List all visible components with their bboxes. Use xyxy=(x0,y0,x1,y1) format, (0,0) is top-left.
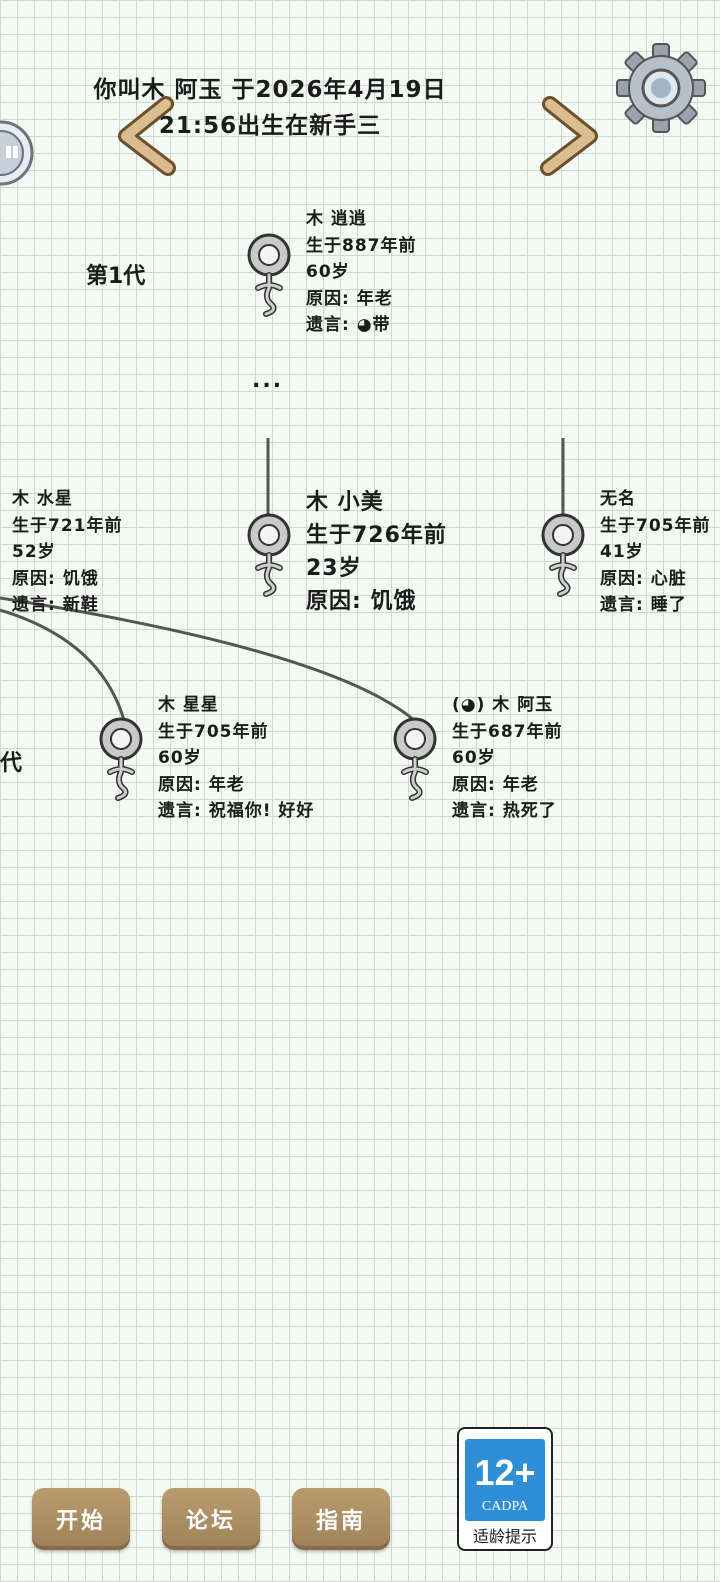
birth-info-line2: 21:56出生在新手三 xyxy=(158,113,382,139)
age-rating-badge: 12+ CADPA 适龄提示 xyxy=(457,1427,553,1551)
person-cause: 原因: 饥饿 xyxy=(12,568,99,589)
female-icon[interactable] xyxy=(390,712,440,802)
person-age: 60岁 xyxy=(158,748,202,768)
forum-button[interactable]: 论坛 xyxy=(162,1488,260,1550)
person-info-right[interactable]: 无名 生于705年前 41岁 原因: 心脏 遗言: 睡了 xyxy=(600,486,720,619)
person-name: 无名 xyxy=(600,489,636,509)
person-lastwords: 遗言: 祝福你! 好好 xyxy=(158,801,315,821)
person-info-ancestor[interactable]: 木 逍逍 生于887年前 60岁 原因: 年老 遗言: ◕带 xyxy=(306,206,417,339)
person-lastwords: 遗言: 新鞋 xyxy=(12,595,99,615)
person-cause: 原因: 年老 xyxy=(452,774,539,795)
person-born: 生于721年前 xyxy=(12,515,123,536)
person-born: 生于726年前 xyxy=(306,523,447,548)
female-icon[interactable] xyxy=(244,228,294,318)
person-name: 木 水星 xyxy=(12,489,73,509)
person-name: 木 小美 xyxy=(306,490,384,515)
person-born: 生于887年前 xyxy=(306,235,417,256)
person-info-child2[interactable]: (◕) 木 阿玉 生于687年前 60岁 原因: 年老 遗言: 热死了 xyxy=(452,692,563,825)
person-age: 60岁 xyxy=(452,748,496,768)
person-age: 23岁 xyxy=(306,556,362,581)
family-tree-lines xyxy=(0,438,565,722)
person-age: 52岁 xyxy=(12,542,56,562)
side-tab-icon[interactable] xyxy=(0,120,34,186)
guide-button[interactable]: 指南 xyxy=(292,1488,390,1550)
person-born: 生于705年前 xyxy=(158,721,269,742)
person-lastwords: 遗言: ◕带 xyxy=(306,315,391,335)
generation-gap-ellipsis: ... xyxy=(252,368,284,393)
female-icon[interactable] xyxy=(96,712,146,802)
person-info-center[interactable]: 木 小美 生于726年前 23岁 原因: 饥饿 xyxy=(306,486,447,618)
age-rating-hint: 适龄提示 xyxy=(472,1527,537,1546)
person-age: 41岁 xyxy=(600,542,644,562)
age-rating-org: CADPA xyxy=(481,1499,529,1514)
person-lastwords: 遗言: 睡了 xyxy=(600,595,687,615)
start-button[interactable]: 开始 xyxy=(32,1488,130,1550)
age-rating-value: 12+ xyxy=(474,1452,536,1493)
female-icon[interactable] xyxy=(538,508,588,598)
person-info-left[interactable]: 木 水星 生于721年前 52岁 原因: 饥饿 遗言: 新鞋 xyxy=(12,486,123,619)
female-icon[interactable] xyxy=(244,508,294,598)
birth-info-line1: 你叫木 阿玉 于2026年4月19日 xyxy=(93,77,447,103)
generation-label-1: 第1代 xyxy=(86,264,146,289)
person-info-child1[interactable]: 木 星星 生于705年前 60岁 原因: 年老 遗言: 祝福你! 好好 xyxy=(158,692,314,825)
person-name: 木 星星 xyxy=(158,695,219,715)
generation-label-3: 代 xyxy=(0,751,23,776)
person-name: 木 逍逍 xyxy=(306,209,367,229)
person-cause: 原因: 年老 xyxy=(158,774,245,795)
chevron-right-icon[interactable] xyxy=(534,96,604,176)
person-born: 生于705年前 xyxy=(600,515,711,536)
age-rating-box: 12+ CADPA xyxy=(465,1439,545,1521)
person-cause: 原因: 年老 xyxy=(306,288,393,309)
person-cause: 原因: 心脏 xyxy=(600,568,687,589)
birth-info-title: 你叫木 阿玉 于2026年4月19日 21:56出生在新手三 xyxy=(60,72,480,144)
chevron-left-icon[interactable] xyxy=(112,96,182,176)
person-cause: 原因: 饥饿 xyxy=(306,589,417,614)
person-name: (◕) 木 阿玉 xyxy=(452,695,554,715)
person-age: 60岁 xyxy=(306,262,350,282)
person-lastwords: 遗言: 热死了 xyxy=(452,801,557,821)
gear-icon[interactable] xyxy=(616,42,706,134)
person-born: 生于687年前 xyxy=(452,721,563,742)
